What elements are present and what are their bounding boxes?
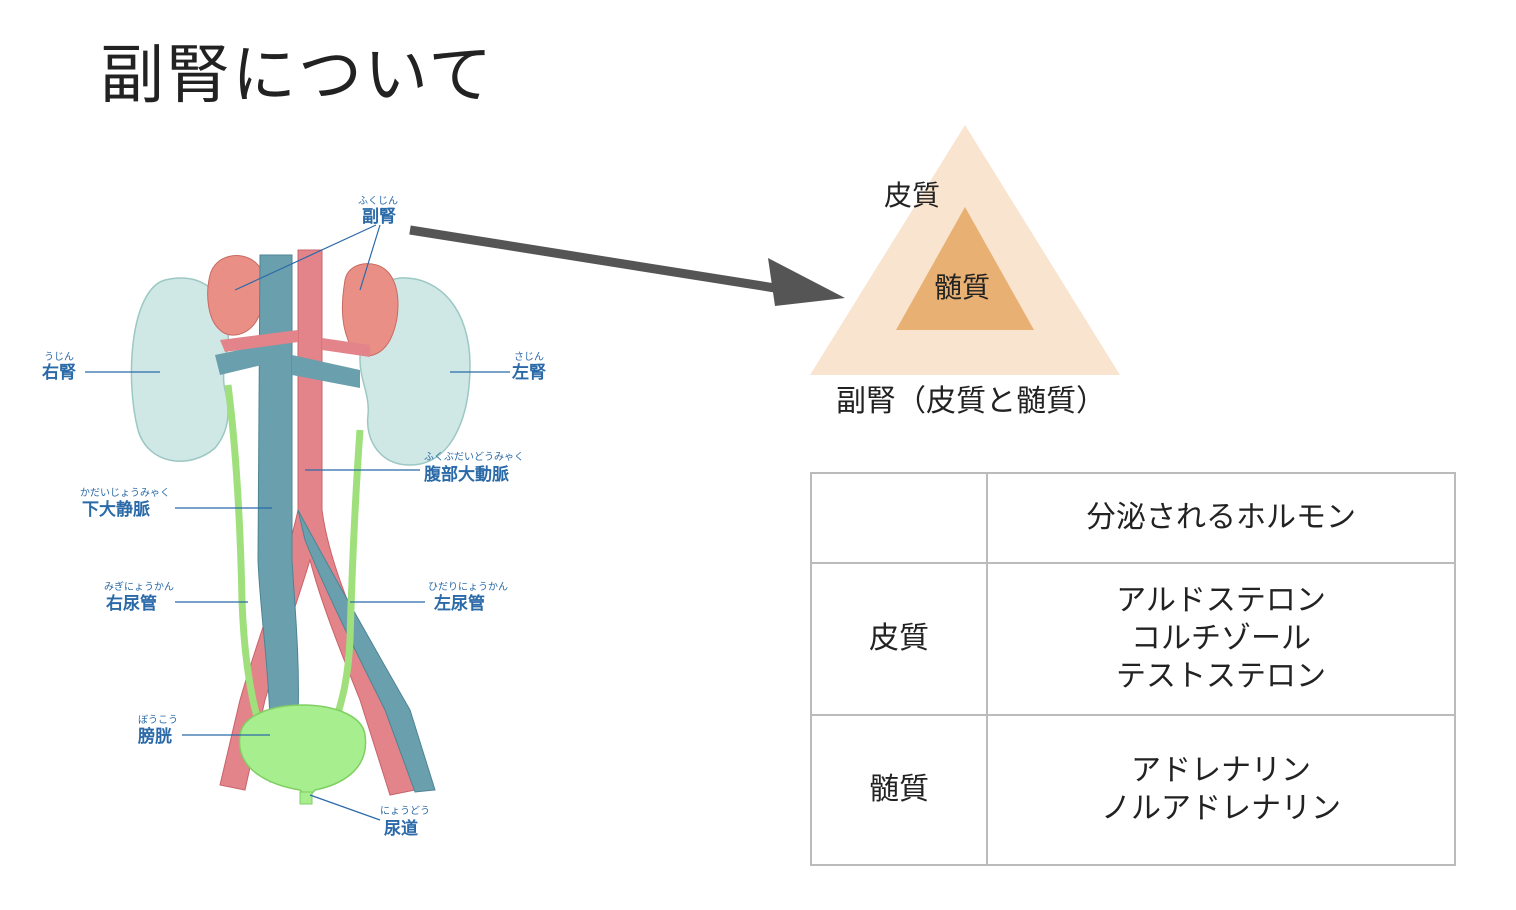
triangle-caption: 副腎（皮質と髄質） xyxy=(836,384,1106,419)
aorta-label: 腹部大動脈 xyxy=(424,464,509,485)
table-row: 皮質 アルドステロン コルチゾール テストステロン xyxy=(810,562,1456,716)
adrenal-ruby: ふくじん xyxy=(358,195,398,207)
left-kidney-label: 左腎 xyxy=(512,362,546,383)
row-label-medulla: 髄質 xyxy=(810,714,988,866)
left-ureter xyxy=(332,429,364,722)
hormone-item: コルチゾール xyxy=(1131,621,1311,656)
medulla-label: 髄質 xyxy=(934,271,991,304)
bladder-ruby: ぼうこう xyxy=(138,714,178,726)
row-label-cortex: 皮質 xyxy=(810,562,988,716)
right-ureter xyxy=(224,384,262,722)
left-ureter-label: 左尿管 xyxy=(434,593,485,614)
row-hormones-medulla: アドレナリン ノルアドレナリン xyxy=(986,714,1456,866)
table-header-row: 分泌されるホルモン xyxy=(810,472,1456,564)
right-adrenal xyxy=(207,255,267,336)
table-header-hormones: 分泌されるホルモン xyxy=(986,472,1456,564)
row-hormones-cortex: アルドステロン コルチゾール テストステロン xyxy=(986,562,1456,716)
hormone-item: アドレナリン xyxy=(1131,753,1311,788)
arrow-head-icon xyxy=(768,258,845,306)
table-row: 髄質 アドレナリン ノルアドレナリン xyxy=(810,714,1456,866)
cortex-label: 皮質 xyxy=(884,179,941,212)
left-kidney-ruby: さじん xyxy=(514,351,544,363)
bladder-label: 膀胱 xyxy=(138,726,172,747)
urinary-system-illustration: ふくじん 副腎 うじん 右腎 さじん 左腎 ふくぶだいどうみゃく 腹部大動脈 か… xyxy=(42,195,546,839)
left-adrenal xyxy=(341,263,399,357)
right-kidney-label: 右腎 xyxy=(42,362,76,383)
adrenal-structure-triangle xyxy=(810,125,1120,375)
right-kidney-ruby: うじん xyxy=(44,351,74,363)
right-ureter-ruby: みぎにょうかん xyxy=(104,580,174,593)
urethra-label: 尿道 xyxy=(384,818,418,839)
hormone-item: テストステロン xyxy=(1116,659,1326,694)
hormone-table: 分泌されるホルモン 皮質 アルドステロン コルチゾール テストステロン 髄質 ア… xyxy=(810,472,1456,866)
medulla-triangle xyxy=(896,207,1034,330)
right-ureter-label: 右尿管 xyxy=(106,593,157,614)
hormone-item: アルドステロン xyxy=(1116,583,1326,618)
pointer-arrow xyxy=(409,225,845,306)
hormone-item: ノルアドレナリン xyxy=(1101,791,1341,826)
vena-cava-label: 下大静脈 xyxy=(82,499,150,520)
left-ureter-ruby: ひだりにょうかん xyxy=(428,581,508,593)
urethra-ruby: にょうどう xyxy=(380,805,430,817)
adrenal-label: 副腎 xyxy=(362,207,396,227)
page-title: 副腎について xyxy=(100,39,495,113)
vena-cava-ruby: かだいじょうみゃく xyxy=(80,487,170,499)
aorta-ruby: ふくぶだいどうみゃく xyxy=(424,451,524,463)
bladder xyxy=(238,704,367,800)
table-header-empty xyxy=(810,472,988,564)
